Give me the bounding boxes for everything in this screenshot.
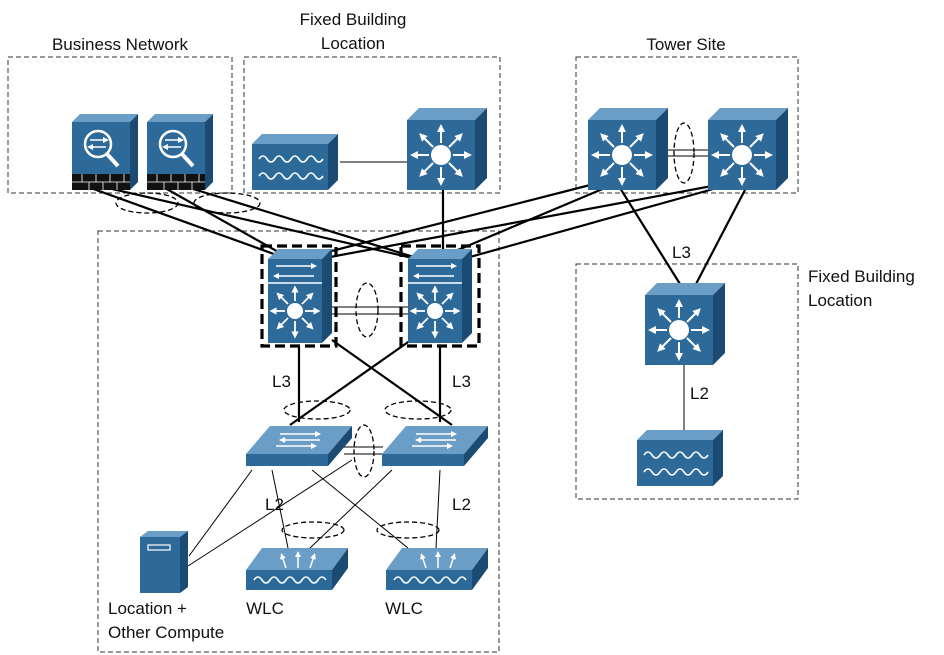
link-bundles bbox=[115, 122, 695, 539]
link-label-access-right: L2 bbox=[452, 495, 471, 514]
wave-access-device-right bbox=[636, 429, 724, 487]
zone-fixed-building-top bbox=[243, 56, 501, 194]
server-icon bbox=[139, 530, 189, 594]
wlc-left-label: WLC bbox=[246, 599, 284, 618]
zone-label-fixed-building-right-line1: Fixed Building bbox=[808, 267, 915, 286]
distribution-switch-left bbox=[246, 426, 352, 466]
l3-switch-fixed-building-top bbox=[407, 108, 487, 190]
firewall-1 bbox=[72, 114, 138, 190]
zone-label-fixed-building-right-line2: Location bbox=[808, 291, 872, 310]
wlc-right-label: WLC bbox=[385, 599, 423, 618]
zone-label-business-network: Business Network bbox=[52, 35, 189, 54]
link-label-access-left: L2 bbox=[265, 495, 284, 514]
link-label-tower-uplink: L3 bbox=[672, 243, 691, 262]
l3-switch-tower-2 bbox=[708, 108, 788, 190]
zone-business-network bbox=[7, 56, 233, 194]
distribution-switch-right bbox=[382, 426, 488, 466]
link-label-core-right: L3 bbox=[452, 372, 471, 391]
links bbox=[87, 149, 747, 567]
wlc-left-device bbox=[246, 548, 348, 590]
zone-label-fixed-building-top-line2: Location bbox=[321, 34, 385, 53]
wave-access-device-top bbox=[251, 133, 339, 191]
server-label-line1: Location + bbox=[108, 599, 187, 618]
zone-label-tower-site: Tower Site bbox=[646, 35, 725, 54]
link-label-fixed-right: L2 bbox=[690, 384, 709, 403]
server-label-line2: Other Compute bbox=[108, 623, 224, 642]
l3-switch-tower-1 bbox=[588, 108, 668, 190]
zone-fixed-building-right bbox=[575, 263, 799, 500]
firewall-2 bbox=[147, 114, 213, 190]
zone-tower-site bbox=[575, 56, 799, 194]
l3-switch-fixed-building-right bbox=[645, 283, 725, 365]
zone-label-fixed-building-top-line1: Fixed Building bbox=[300, 10, 407, 29]
link-label-core-left: L3 bbox=[272, 372, 291, 391]
vss-core-right bbox=[399, 244, 481, 348]
vss-core-left bbox=[260, 244, 338, 348]
wlc-right-device bbox=[386, 548, 488, 590]
